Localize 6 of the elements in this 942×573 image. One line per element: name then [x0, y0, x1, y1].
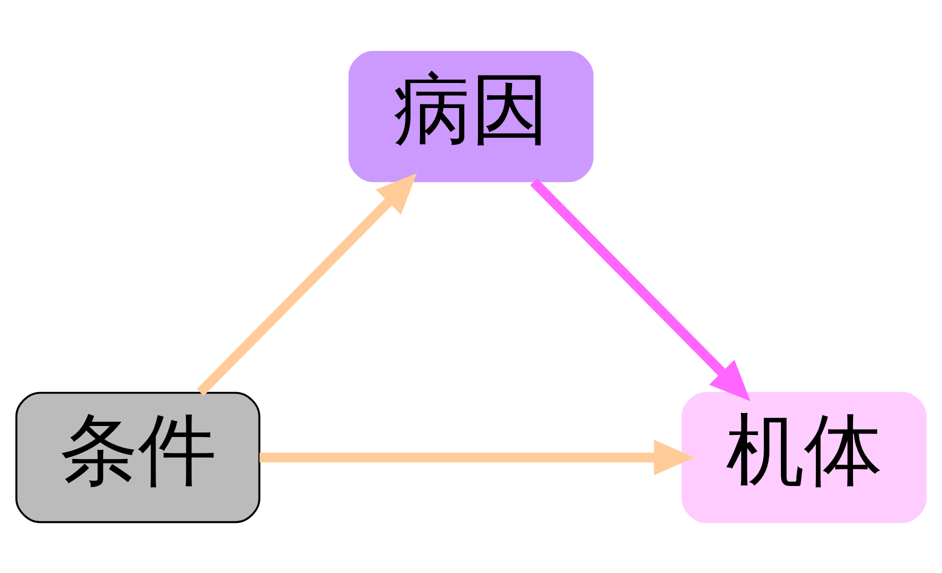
node-box: 机体: [682, 391, 927, 523]
arrow: [530, 178, 750, 401]
node-box: 病因: [348, 50, 594, 182]
arrow: [196, 172, 417, 396]
node-box: 条件: [15, 391, 260, 523]
arrow: [260, 439, 695, 475]
